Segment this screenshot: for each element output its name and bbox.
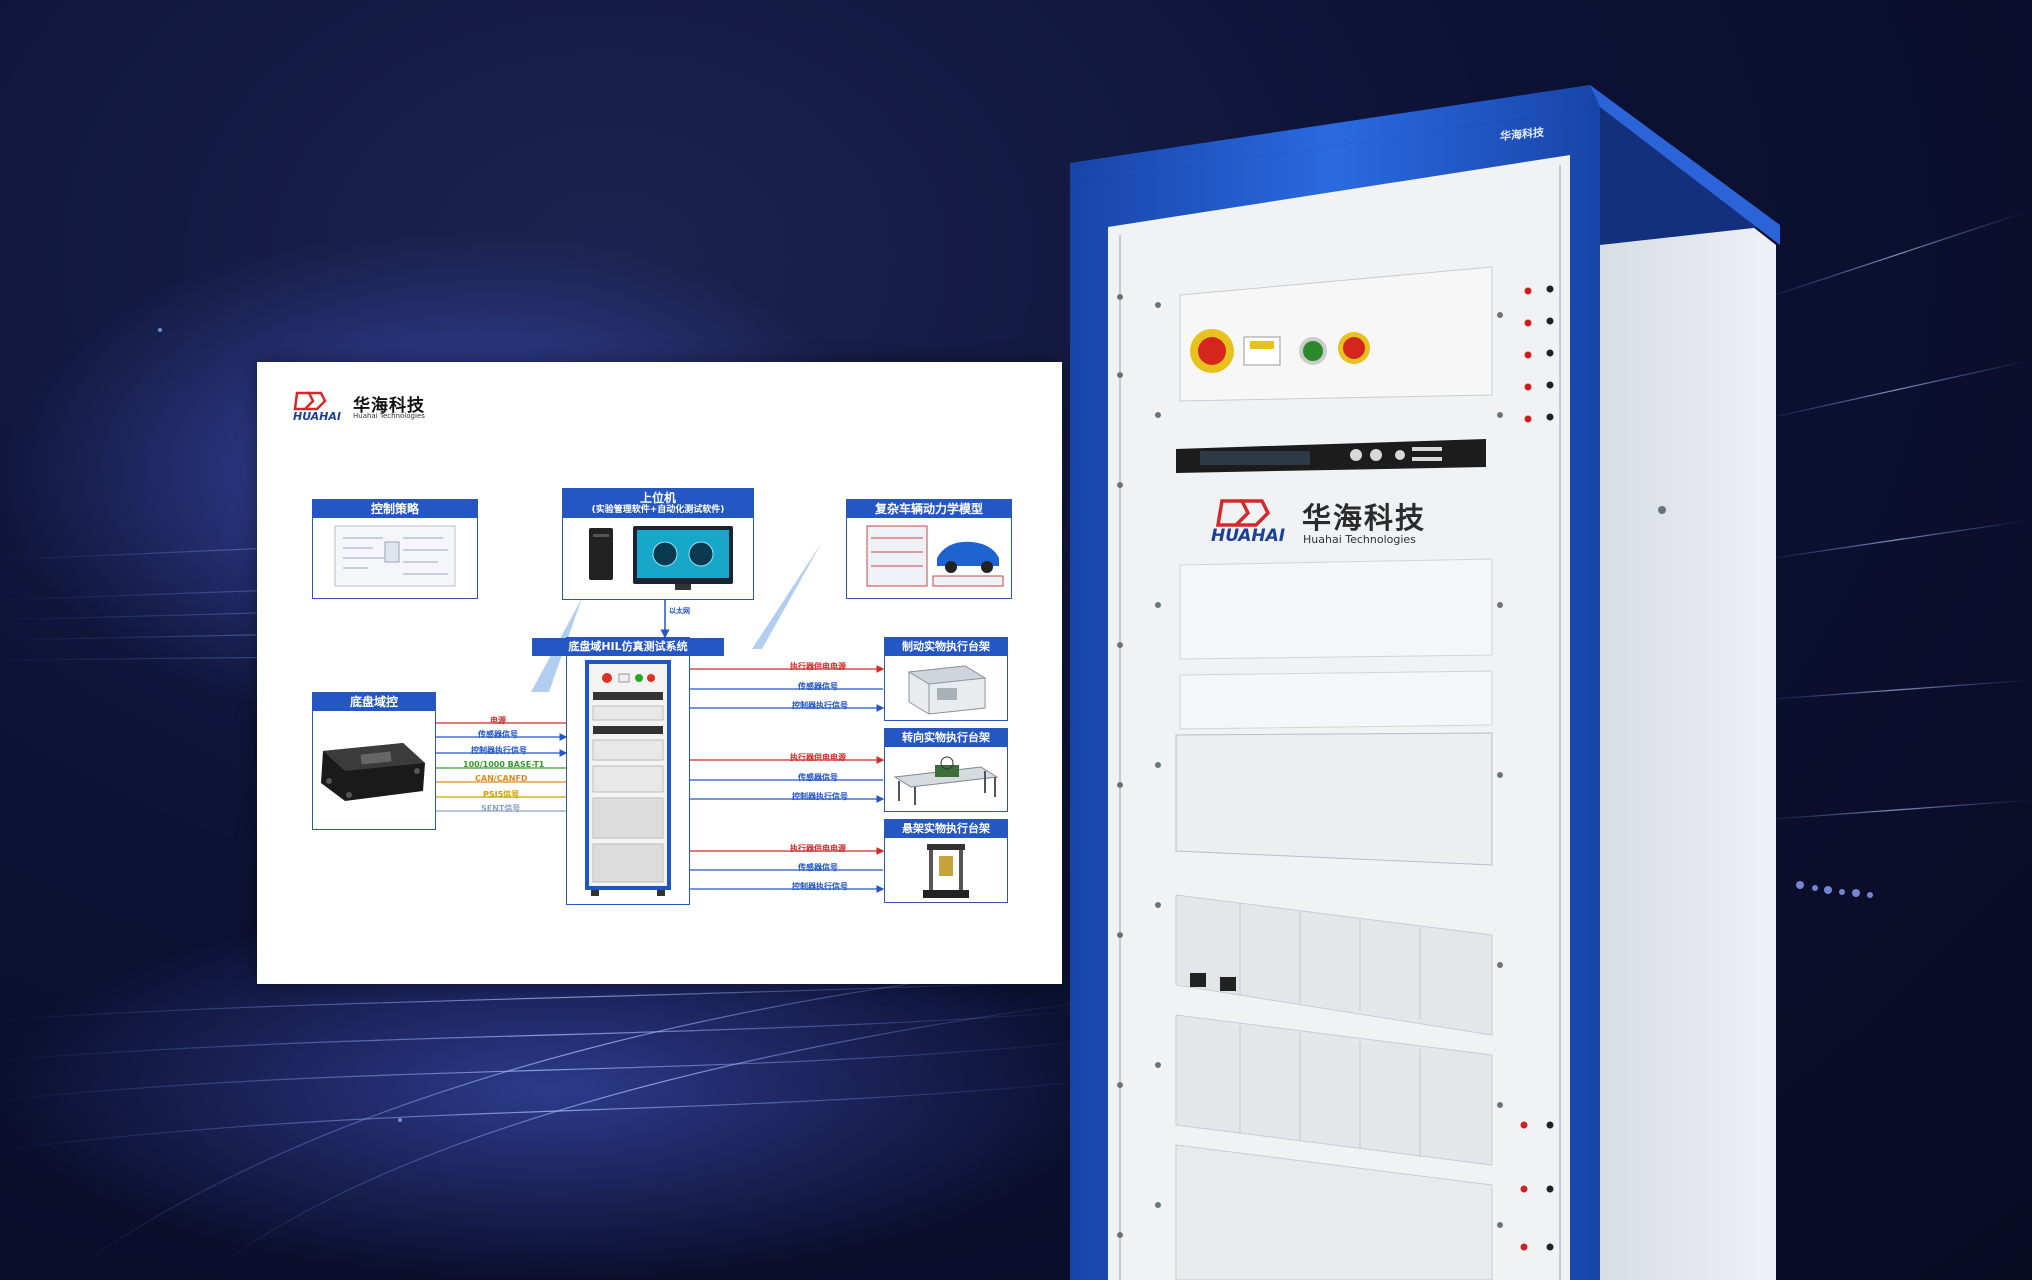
host-pc-subtitle: (实验管理软件+自动化测试软件) — [591, 505, 725, 515]
rig-signal-lines — [687, 665, 885, 893]
suspension-rig-title: 悬架实物执行台架 — [885, 820, 1007, 838]
control-strategy-title: 控制策略 — [313, 500, 477, 518]
brand-name-en: Huahai Technologies — [353, 412, 425, 420]
cabinet-brand-cn: 华海科技 — [1302, 501, 1427, 535]
cabinet-drawing — [1070, 85, 1780, 1280]
steering-signal-actuator: 控制器执行信号 — [792, 792, 848, 801]
emergency-control-panel — [1179, 266, 1493, 402]
steering-signal-sensor: 传感器信号 — [798, 773, 838, 782]
brake-signal-power: 执行器供电电源 — [790, 662, 846, 671]
hil-system-title: 底盘域HIL仿真测试系统 — [532, 638, 724, 656]
suspension-rig-box: 悬架实物执行台架 — [884, 819, 1008, 903]
suspension-signal-sensor: 传感器信号 — [798, 863, 838, 872]
io-chassis-lower — [1175, 1014, 1493, 1166]
cabinet-side-panel — [1600, 107, 1776, 1280]
brake-signal-actuator: 控制器执行信号 — [792, 701, 848, 710]
hil-system-box: 底盘域HIL仿真测试系统 — [532, 637, 724, 905]
chassis-controller-title: 底盘域控 — [313, 693, 435, 711]
host-pc-title: 上位机 — [639, 491, 676, 505]
cabinet-brand-latin: HUAHAI — [1211, 526, 1286, 546]
cabinet-logo-mark — [1215, 499, 1271, 527]
start-button[interactable] — [1299, 337, 1327, 365]
control-strategy-screenshot — [334, 525, 456, 587]
huahai-logo-mark — [293, 391, 327, 411]
ecu-signal-power: 电源 — [490, 716, 506, 725]
drawer-panel — [1175, 732, 1493, 866]
ecu-signal-psi5: PSI5信号 — [483, 790, 520, 799]
brake-rig-box: 制动实物执行台架 — [884, 637, 1008, 721]
vehicle-model-screenshot — [866, 525, 1004, 587]
cabinet-brand-logo: HUAHAI 华海科技 Huahai Technologies — [1208, 495, 1468, 555]
suspension-signal-power: 执行器供电电源 — [790, 844, 846, 853]
side-terminal-jacks — [1520, 285, 1554, 1251]
host-pc-illustration — [589, 526, 733, 590]
hil-cabinet-thumbnail — [585, 660, 671, 896]
vehicle-model-callout — [752, 542, 822, 649]
host-link-label: 以太网 — [669, 607, 690, 615]
brand-latin-name: HUAHAI — [293, 410, 341, 423]
ecu-signal-actuator: 控制器执行信号 — [471, 746, 527, 755]
control-strategy-box: 控制策略 — [312, 499, 478, 599]
steering-signal-power: 执行器供电电源 — [790, 753, 846, 762]
ecu-illustration — [321, 743, 425, 801]
huahai-logo: HUAHAI 华海科技 Huahai Technologies — [291, 389, 491, 425]
hil-test-cabinet: 华海科技 HUAHAI 华海科技 Huahai Technologies — [1060, 85, 1780, 1280]
ecu-signal-ethernet: 100/1000 BASE-T1 — [463, 760, 545, 769]
vehicle-model-title: 复杂车辆动力学模型 — [847, 500, 1011, 518]
brake-rig-title: 制动实物执行台架 — [885, 638, 1007, 656]
brake-rig-illustration — [907, 665, 987, 715]
vehicle-model-box: 复杂车辆动力学模型 — [846, 499, 1012, 599]
suspension-signal-actuator: 控制器执行信号 — [792, 882, 848, 891]
brake-signal-sensor: 传感器信号 — [798, 682, 838, 691]
cabinet-brand-en: Huahai Technologies — [1303, 533, 1416, 546]
system-diagram-card: HUAHAI 华海科技 Huahai Technologies — [257, 362, 1062, 984]
ecu-signal-sensor: 传感器信号 — [478, 730, 518, 739]
steering-rig-box: 转向实物执行台架 — [884, 728, 1008, 812]
host-pc-box: 上位机 (实验管理软件+自动化测试软件) — [562, 488, 754, 600]
ecu-signal-can: CAN/CANFD — [475, 774, 528, 783]
chassis-controller-box: 底盘域控 — [312, 692, 436, 830]
brand-name-cn: 华海科技 — [353, 396, 425, 416]
io-chassis-upper — [1175, 894, 1493, 1036]
steering-rig-illustration — [893, 756, 999, 805]
ecu-signal-sent: SENT信号 — [481, 804, 521, 813]
steering-rig-title: 转向实物执行台架 — [885, 729, 1007, 747]
suspension-rig-illustration — [923, 844, 969, 898]
cabinet-top-front-edge — [1070, 85, 1600, 185]
ecu-signal-lines — [435, 722, 568, 812]
